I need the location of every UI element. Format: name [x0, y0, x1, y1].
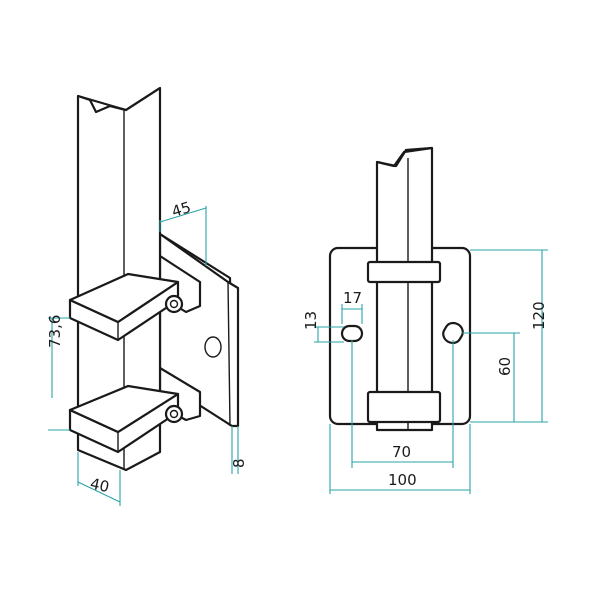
front-post-break-line — [376, 146, 433, 168]
upper-screw-head — [169, 299, 179, 309]
dim-plate-thickness-label: 8 — [230, 458, 248, 468]
plate-edge-line — [227, 281, 231, 427]
dim-plate-thickness: 8 — [230, 426, 248, 474]
isometric-view: 45 73,6 40 8 — [46, 86, 248, 506]
dim-slot-height-label: 13 — [302, 311, 320, 330]
dim-projection: 45 — [159, 198, 207, 266]
upper-clamp-top — [68, 272, 180, 324]
front-upper-clamp — [366, 260, 442, 284]
dim-slot-width-label: 17 — [343, 289, 362, 307]
lower-screw-icon — [164, 404, 184, 424]
dim-slot-offset-label: 60 — [496, 357, 514, 376]
dim-slot-height: 13 — [302, 311, 344, 343]
dim-hole-spacing: 70 — [351, 340, 454, 468]
dim-post-width: 40 — [77, 452, 121, 506]
dim-plate-width-label: 100 — [388, 471, 417, 489]
dim-slot-offset: 60 — [462, 332, 520, 422]
dim-slot-width: 17 — [341, 289, 363, 324]
dim-projection-label: 45 — [170, 198, 194, 221]
dim-hole-spacing-label: 70 — [392, 443, 411, 461]
dim-height-label: 73,6 — [46, 315, 64, 348]
dim-post-width-label: 40 — [89, 475, 111, 497]
post-break-line — [77, 87, 161, 114]
lower-clamp-top — [68, 384, 180, 434]
left-slot — [340, 324, 364, 343]
dim-plate-height: 120 — [470, 249, 548, 423]
dim-height: 73,6 — [46, 315, 70, 431]
lower-screw-head — [169, 409, 179, 419]
plate-hole — [204, 336, 222, 358]
front-lower-clamp — [366, 390, 442, 424]
dim-plate-width: 100 — [329, 424, 471, 494]
upper-screw-icon — [164, 294, 184, 314]
right-slot — [442, 321, 464, 345]
front-view: 17 13 70 100 120 60 — [302, 146, 548, 494]
dim-plate-height-label: 120 — [530, 301, 548, 330]
front-post — [375, 146, 434, 432]
